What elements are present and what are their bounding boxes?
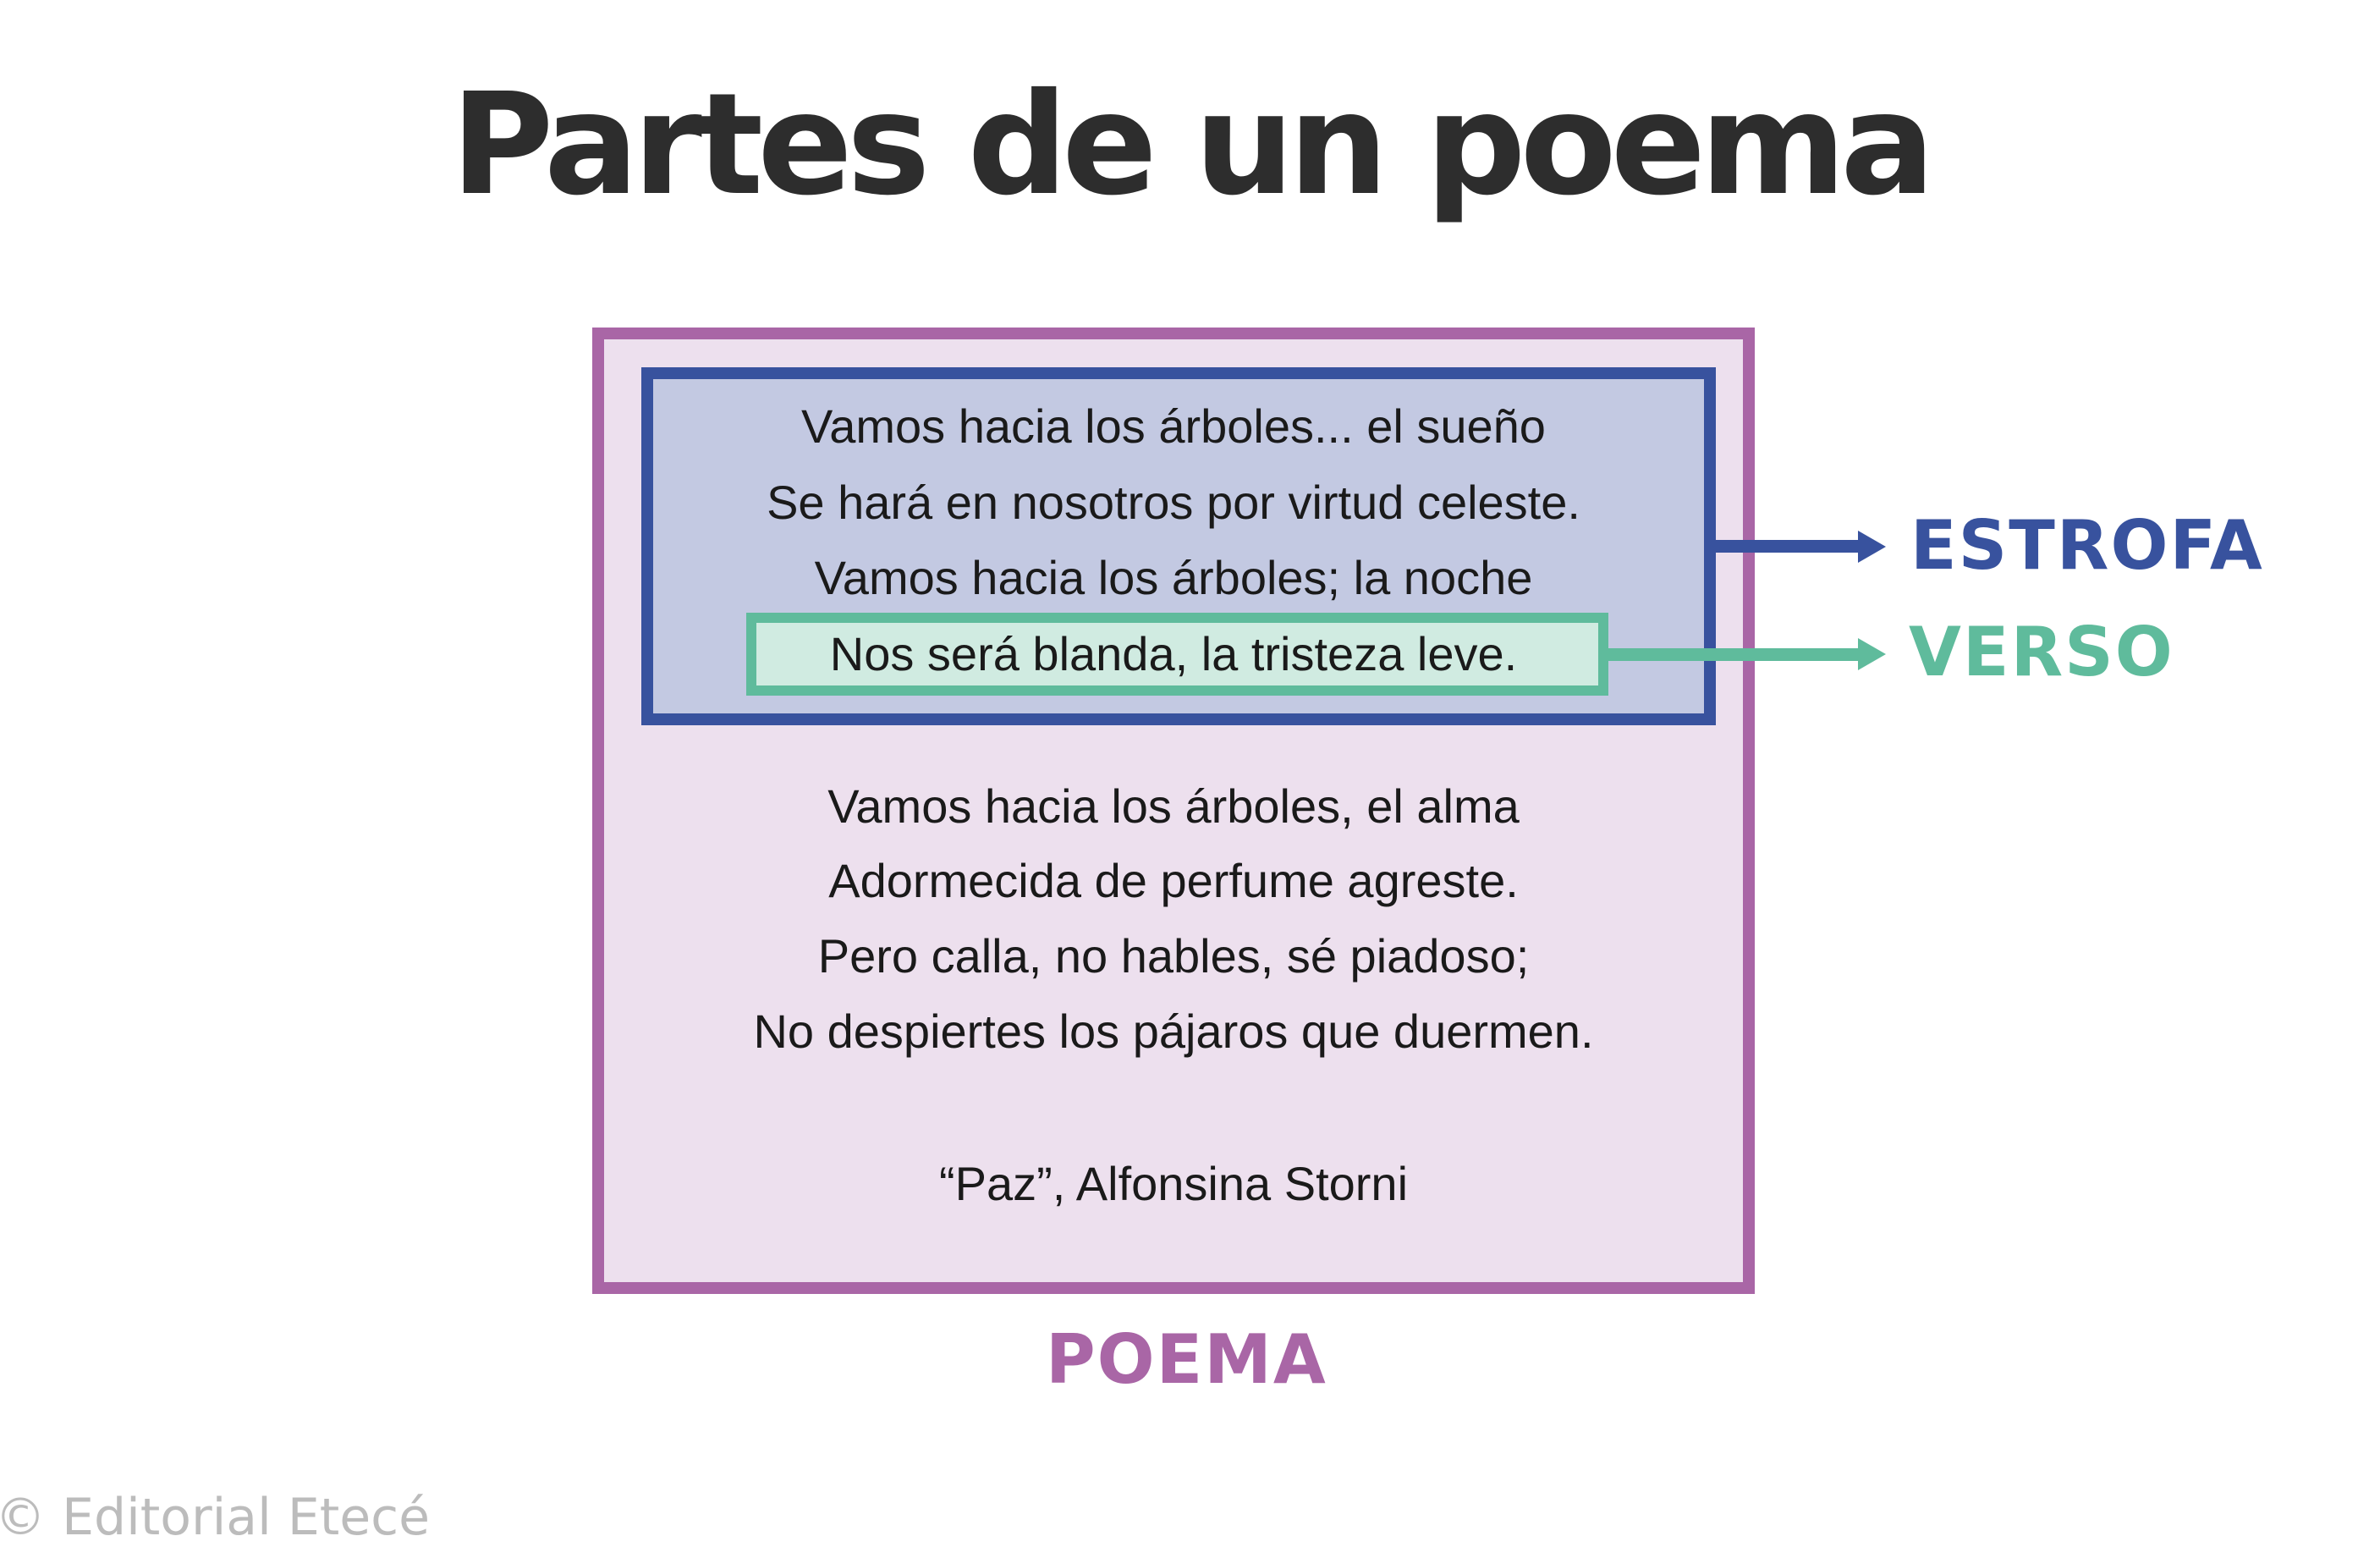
poem-line: Vamos hacia los árboles... el sueño [801,399,1546,453]
verso-arrow-icon [1858,638,1886,670]
verso-label: VERSO [1909,613,2174,691]
verse-box [746,613,1608,696]
estrofa-arrow-icon [1858,531,1886,563]
verso-arrow-shaft [1608,648,1860,661]
poem-line: Vamos hacia los árboles; la noche [814,551,1533,604]
poem-line: Vamos hacia los árboles, el alma [827,779,1520,833]
copyright-notice: © Editorial Etecé [0,1488,431,1547]
poem-line-verse: Nos será blanda, la tristeza leve. [829,627,1518,680]
poem-line: No despiertes los pájaros que duermen. [753,1005,1594,1058]
estrofa-arrow-shaft [1716,540,1860,553]
poema-label: POEMA [1046,1320,1327,1399]
page-title: Partes de un poema [450,63,1935,227]
estrofa-label: ESTROFA [1910,506,2264,585]
poem-attribution: “Paz”, Alfonsina Storni [938,1157,1409,1210]
poem-line: Adormecida de perfume agreste. [828,854,1519,907]
poem-line: Pero calla, no hables, sé piadoso; [817,929,1530,983]
poem-line: Se hará en nosotros por virtud celeste. [767,476,1580,529]
